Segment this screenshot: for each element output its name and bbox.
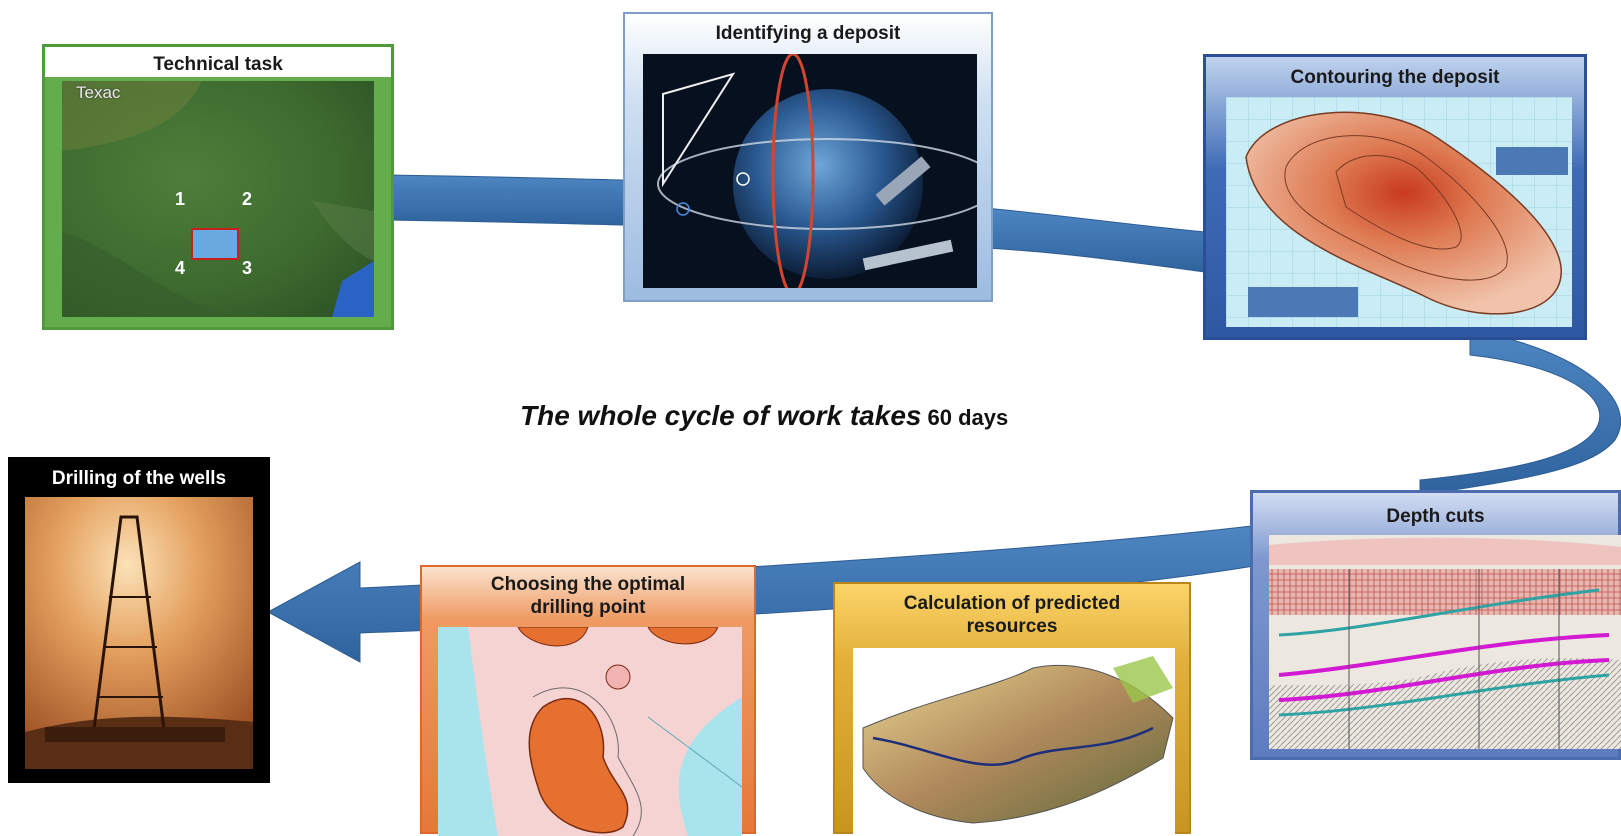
drilling-rig-image — [25, 497, 253, 769]
card-title-line-1: Choosing the optimal — [422, 573, 754, 596]
corner-label-1: 1 — [175, 189, 185, 210]
corner-label-4: 4 — [175, 258, 185, 279]
card-choosing-drilling-point: Choosing the optimal drilling point — [420, 565, 756, 834]
card-identifying-deposit: Identifying a deposit — [623, 12, 993, 302]
caption-days: 60 days — [927, 405, 1008, 430]
card-title: Drilling of the wells — [8, 467, 270, 490]
arrow-segment-1 — [380, 175, 625, 225]
card-title-line-1: Calculation of predicted — [835, 592, 1189, 615]
card-drilling-wells: Drilling of the wells — [8, 457, 270, 783]
card-title: Identifying a deposit — [625, 22, 991, 45]
card-technical-task: Technical task Texac 1 2 3 4 — [42, 44, 394, 330]
satellite-map: Texac 1 2 3 4 — [62, 81, 374, 317]
arrow-segment-3 — [1420, 330, 1621, 495]
corner-label-3: 3 — [242, 258, 252, 279]
target-area — [192, 229, 238, 259]
card-calculation-resources: Calculation of predicted resources — [833, 582, 1191, 834]
drilling-point-map — [438, 627, 742, 836]
3d-surface-model — [853, 648, 1175, 836]
arrow-segment-2 — [985, 208, 1205, 272]
caption-text: The whole cycle of work takes — [520, 400, 921, 431]
card-title: Technical task — [45, 53, 391, 76]
satellite-earth-image — [643, 54, 977, 288]
card-depth-cuts: Depth cuts — [1250, 490, 1621, 760]
annotation-box-top — [1496, 147, 1568, 175]
corner-label-2: 2 — [242, 189, 252, 210]
depth-cross-section — [1269, 535, 1621, 749]
card-title: Contouring the deposit — [1206, 66, 1584, 89]
map-region-label: Texac — [76, 83, 120, 103]
card-title: Depth cuts — [1253, 505, 1618, 528]
card-title-line-2: drilling point — [422, 596, 754, 619]
annotation-box-bottom — [1248, 287, 1358, 317]
card-contouring-deposit: Contouring the deposit — [1203, 54, 1587, 340]
card-title-line-2: resources — [835, 615, 1189, 638]
contour-map-image — [1226, 97, 1572, 327]
